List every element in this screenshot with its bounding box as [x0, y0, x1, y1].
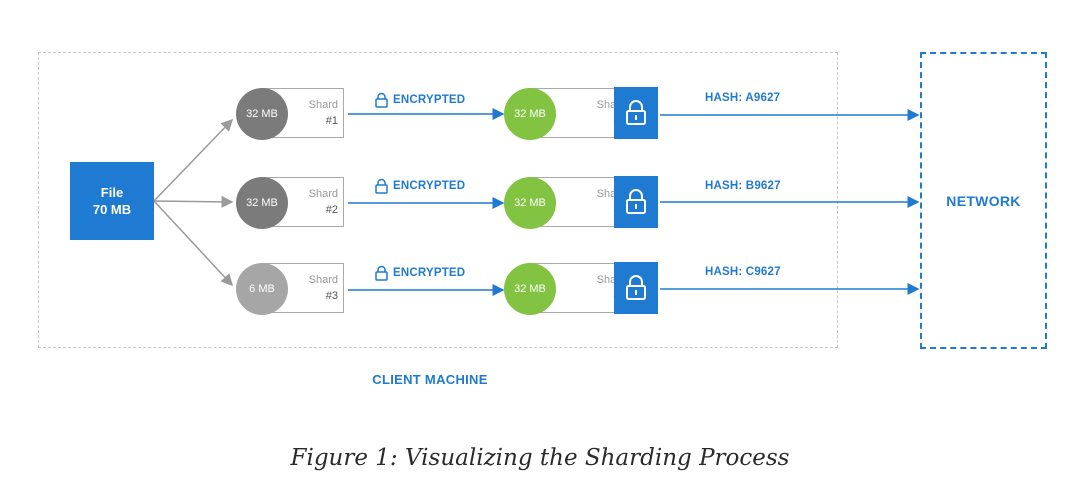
client-machine-boundary	[38, 52, 838, 348]
encrypted-label: ENCRYPTED	[393, 267, 466, 279]
encrypted-size-badge: 32 MB	[504, 177, 556, 229]
network-boundary	[920, 52, 1047, 349]
encrypted-label: ENCRYPTED	[393, 180, 466, 192]
padlock-icon	[614, 262, 658, 314]
shard-3: 6 MB Shard #3	[236, 263, 352, 315]
shard-label: Shard	[308, 188, 338, 200]
hash-label-2: HASH: B9627	[705, 180, 781, 192]
file-to-shard-3-arrow	[153, 200, 234, 287]
file-box: File 70 MB	[70, 162, 154, 240]
figure-caption: Figure 1: Visualizing the Sharding Proce…	[290, 445, 790, 471]
shard-1: 32 MB Shard #1	[236, 88, 352, 140]
hash-label-1: HASH: A9627	[705, 92, 781, 104]
encrypted-size-badge: 32 MB	[504, 88, 556, 140]
encrypted-tag-1: ENCRYPTED	[375, 92, 465, 108]
lock-icon	[375, 178, 388, 194]
encrypted-shard-1: 32 MB Shard#1	[504, 87, 658, 140]
shard-number: #1	[325, 115, 338, 127]
shard-label: Shard	[308, 274, 338, 286]
encrypted-label: ENCRYPTED	[393, 94, 466, 106]
file-to-shard-1-arrow	[153, 118, 234, 202]
encrypted-tag-2: ENCRYPTED	[375, 178, 465, 194]
encrypted-tag-3: ENCRYPTED	[375, 265, 465, 281]
encrypted-shard-3: 32 MB Shard#3	[504, 262, 658, 315]
shard-size-badge: 6 MB	[236, 263, 288, 315]
shard-number: #2	[325, 204, 338, 216]
lock-icon	[375, 92, 388, 108]
shard-size-badge: 32 MB	[236, 177, 288, 229]
network-label: NETWORK	[946, 193, 1021, 209]
shard-number: #3	[325, 290, 338, 302]
file-size: 70 MB	[92, 202, 132, 217]
encrypted-size-badge: 32 MB	[504, 263, 556, 315]
padlock-icon	[614, 176, 658, 228]
lock-icon	[375, 265, 388, 281]
shard-label: Shard	[308, 99, 338, 111]
padlock-icon	[614, 87, 658, 139]
shard-2: 32 MB Shard #2	[236, 177, 352, 229]
shard-size-badge: 32 MB	[236, 88, 288, 140]
file-to-shard-2-arrow	[153, 195, 234, 208]
client-machine-label: CLIENT MACHINE	[372, 372, 488, 387]
file-label: File	[100, 185, 124, 200]
encrypted-shard-2: 32 MB Shard#2	[504, 176, 658, 229]
hash-label-3: HASH: C9627	[705, 266, 781, 278]
